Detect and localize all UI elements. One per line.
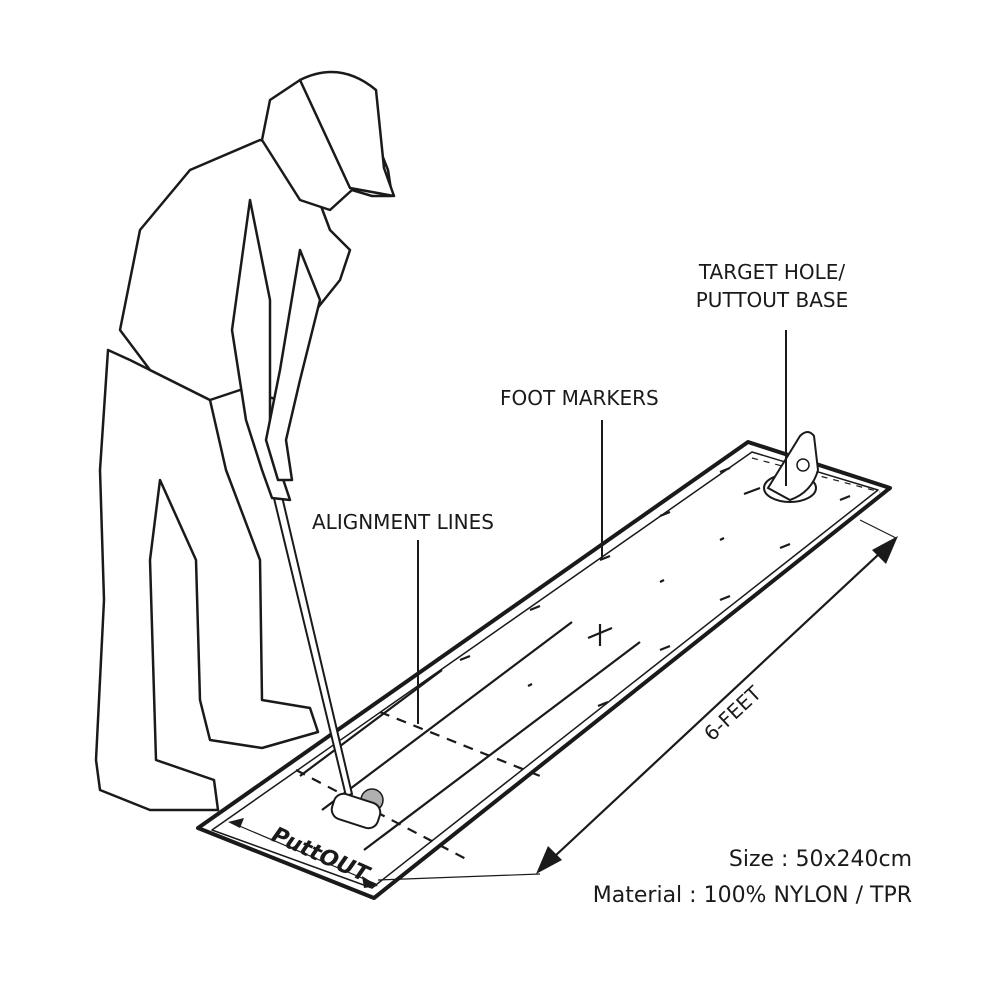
alignment-lines-label: ALIGNMENT LINES xyxy=(312,510,494,534)
target-hole-label-line1: TARGET HOLE/ xyxy=(698,260,846,284)
dimension-arrow xyxy=(377,519,898,881)
callout-leaders xyxy=(417,330,787,724)
material-spec: Material : 100% NYLON / TPR xyxy=(592,883,912,908)
foot-markers-label: FOOT MARKERS xyxy=(500,386,659,410)
target-hole-label: TARGET HOLE/ PUTTOUT BASE xyxy=(682,258,862,314)
golfer-figure xyxy=(94,70,396,812)
size-spec: Size : 50x240cm xyxy=(728,847,912,872)
putting-mat xyxy=(196,440,892,900)
target-hole-label-line2: PUTTOUT BASE xyxy=(695,288,849,312)
puttout-base xyxy=(763,431,820,503)
